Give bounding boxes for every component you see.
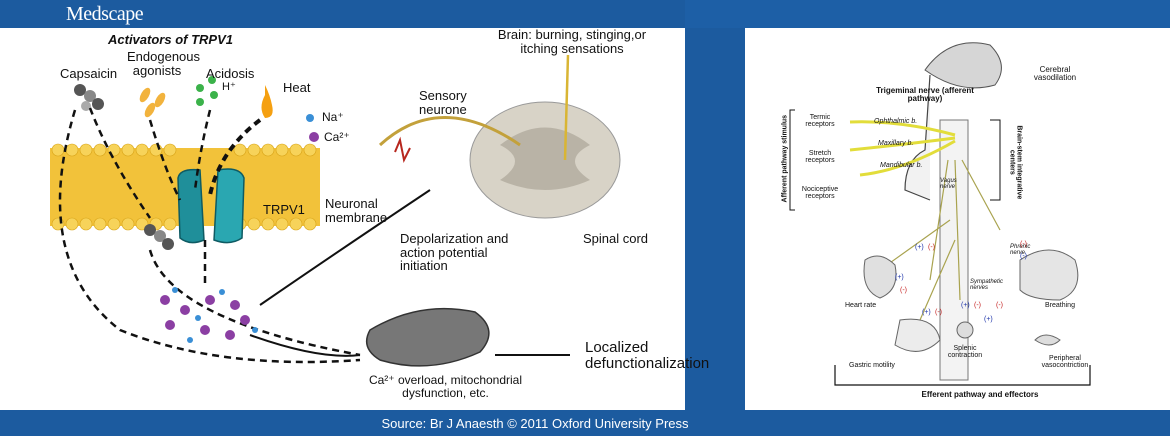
spinal-cord-label: Spinal cord [583, 231, 649, 246]
efferent-label: Efferent pathway and effectors [921, 390, 1039, 399]
endogenous-agonist-icons [139, 87, 166, 118]
heart-icon [863, 255, 897, 299]
na-label: Na⁺ [322, 110, 344, 124]
ophthalmic-label: Ophthalmic b. [874, 118, 918, 125]
minus-sign-vaso: (-) [996, 302, 1003, 309]
plus-sign-heart: (+) [915, 244, 924, 251]
cerebral-label: Cerebral vasodilation [1033, 65, 1077, 83]
breathing-label: Breathing [1045, 302, 1075, 309]
stomach-icon [894, 318, 941, 352]
mitochondrion [365, 307, 490, 367]
header-left [0, 0, 685, 28]
minus-sign-phrenic-2: (-) [1020, 253, 1027, 260]
plus-sign-gastric: (+) [922, 309, 931, 316]
brainstem-bracket [990, 119, 1001, 201]
activator-arrows [58, 107, 361, 364]
heart-rate-label: Heart rate [845, 302, 877, 309]
trigeminal-label: Trigeminal nerve (afferent pathway) [876, 86, 974, 104]
pathway-arrows [249, 189, 570, 357]
head-profile [904, 74, 931, 201]
minus-sign-phrenic: (-) [1020, 241, 1027, 248]
membrane-label: Neuronal membrane [325, 196, 388, 225]
capsaicin-label: Capsaicin [60, 66, 118, 81]
minus-sign-gastric: (-) [935, 309, 942, 316]
trpv1-channel-right [213, 168, 245, 244]
overload-label: Ca²⁺ overload, mitochondrial dysfunction… [368, 373, 523, 400]
nociceptive-label: Nociceptive receptors [801, 186, 839, 201]
brain-outline [924, 42, 1002, 89]
peripheral-label: Peripheral vasocontriction [1041, 355, 1089, 370]
ca-label: Ca²⁺ [324, 130, 350, 144]
heat-label: Heat [283, 80, 311, 95]
ascending-tract [563, 54, 570, 161]
membrane-heads [51, 143, 317, 231]
capsaicin-molecule [74, 84, 174, 250]
source-text: Source: Br J Anaesth © 2011 Oxford Unive… [381, 416, 689, 431]
footer-bar [0, 410, 1170, 436]
plus-sign-heart-2: (+) [895, 274, 904, 281]
intracellular-ions [160, 287, 258, 343]
termic-label: Termic receptors [805, 114, 835, 129]
maxillary-label: Maxillary b. [878, 140, 914, 147]
heat-flame-icon [261, 85, 273, 118]
sensory-label: Sensory neurone [419, 88, 467, 117]
lungs-icon [1019, 249, 1079, 301]
brain-stem [939, 119, 969, 381]
action-potential-icon [394, 136, 411, 164]
minus-sign-heart: (-) [928, 244, 935, 251]
plus-sign-splenic: (+) [961, 302, 970, 309]
endogenous-label: Endogenous agonists [127, 49, 201, 78]
minus-sign-splenic: (-) [974, 302, 981, 309]
activators-title: Activators of TRPV1 [108, 32, 233, 47]
minus-sign-heart-2: (-) [900, 287, 907, 294]
acidosis-label: Acidosis [206, 66, 255, 81]
stretch-label: Stretch receptors [805, 150, 835, 165]
trpv1-label: TRPV1 [263, 202, 305, 217]
na-ion-icon [306, 114, 314, 122]
localized-label: Localized defunctionalization [585, 339, 710, 372]
brainstem-label: Brain-stem integrative centers [1008, 125, 1023, 200]
depolarization-label: Depolarization and action potential init… [400, 231, 509, 274]
brain-label: Brain: burning, stinging,or itching sens… [497, 27, 647, 56]
acidosis-dots [196, 76, 218, 106]
sympathetic-label: Sympathetic nerves [970, 279, 1004, 292]
efferent-bracket [834, 365, 1091, 386]
phrenic-label: Phrenic nerve [1010, 244, 1031, 257]
mandibular-label: Mandibular b. [880, 162, 923, 169]
afferent-label: Afferent pathway stimulus [781, 114, 789, 203]
medscape-logo: Medscape [66, 3, 144, 25]
ca-ion-icon [309, 132, 319, 142]
sensory-neurone-path [378, 116, 521, 147]
vagus-label: Vagus nerve [940, 178, 957, 191]
trpv1-channel-left [177, 168, 205, 244]
trigeminal-branches [849, 120, 956, 177]
vessel-icon [1034, 334, 1061, 346]
afferent-bracket [789, 109, 795, 211]
grey-matter [500, 127, 590, 190]
splenic-label: Splenic contraction [947, 345, 983, 360]
gastric-label: Gastric motility [849, 362, 895, 369]
plus-sign-vaso: (+) [984, 316, 993, 323]
h-ion-label: H⁺ [222, 81, 236, 93]
spleen-icon [956, 321, 974, 339]
